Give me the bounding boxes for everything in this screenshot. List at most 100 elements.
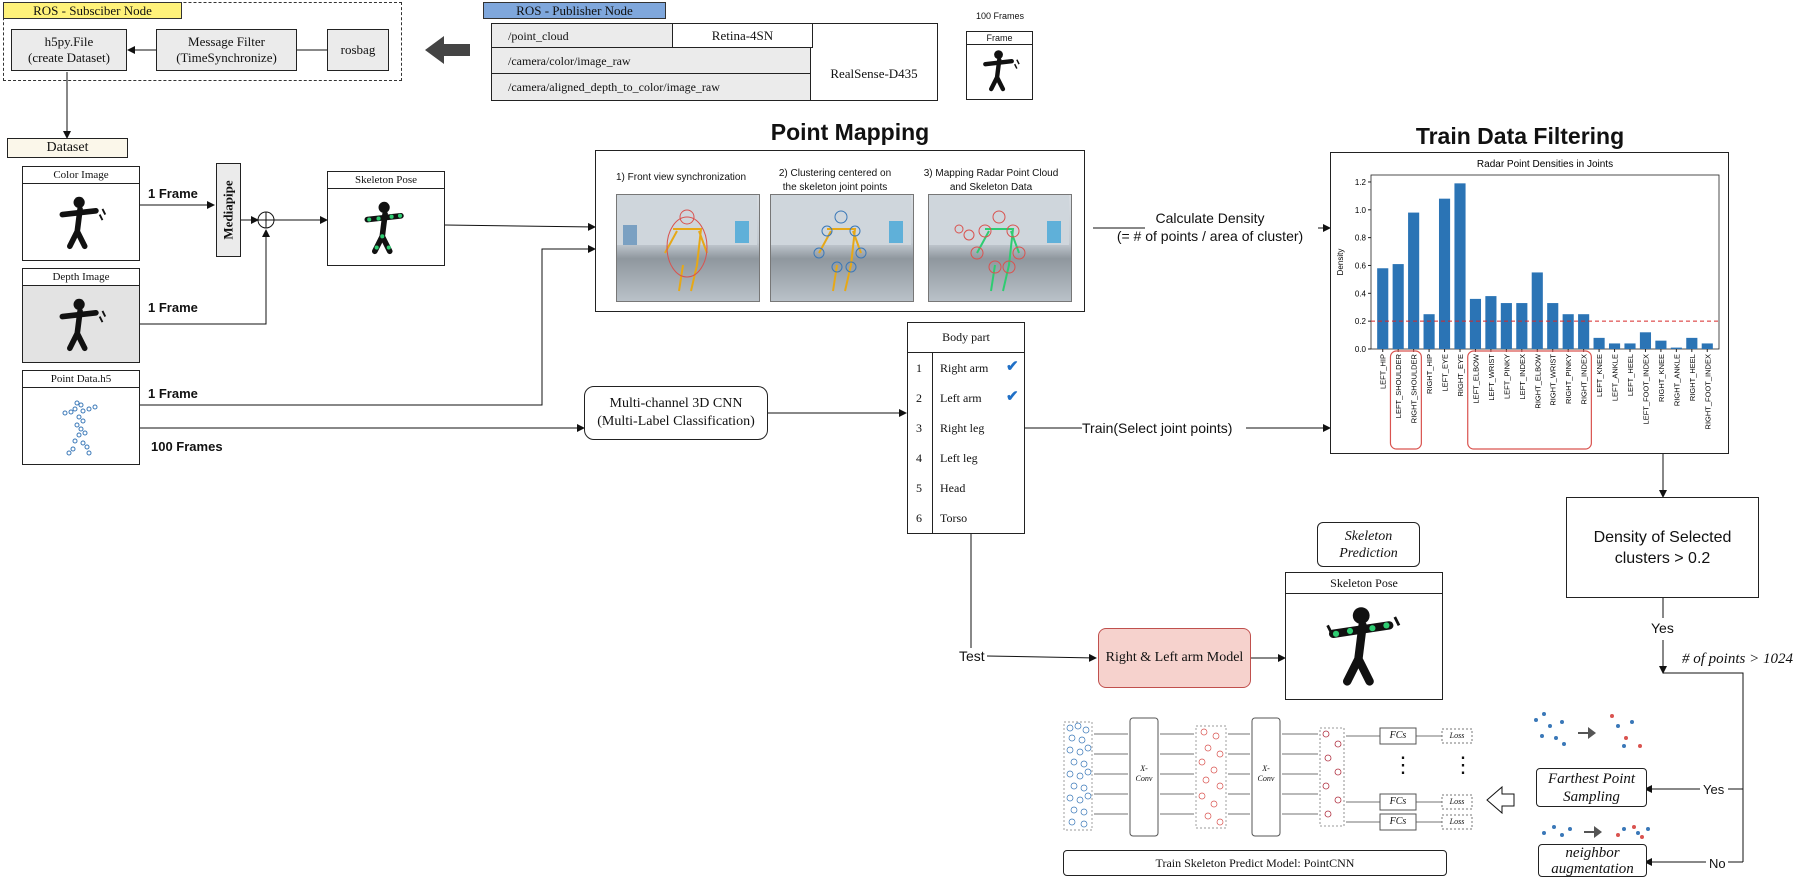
h5py-line2: (create Dataset) bbox=[28, 50, 110, 65]
dataset-label: Dataset bbox=[7, 138, 128, 158]
mediapipe-box: Mediapipe bbox=[216, 163, 241, 257]
predicted-skeleton-title: Skeleton Pose bbox=[1286, 573, 1442, 594]
prediction-line2: Prediction bbox=[1339, 545, 1398, 561]
bar bbox=[1408, 212, 1420, 349]
filter-line1: Message Filter bbox=[188, 34, 265, 49]
bar bbox=[1531, 272, 1543, 349]
pointcnn-network bbox=[1063, 717, 1473, 837]
mapping-photo-2 bbox=[770, 194, 914, 302]
point-mapping-title: Point Mapping bbox=[770, 119, 930, 145]
aug-line2: augmentation bbox=[1551, 860, 1634, 877]
loss-label-3: Loss bbox=[1449, 817, 1465, 826]
h5py-line1: h5py.File bbox=[44, 34, 94, 49]
y-axis-label: Density bbox=[1336, 249, 1345, 276]
x-tick-label: LEFT_KNEE bbox=[1595, 354, 1604, 397]
fc-label-1: FCs bbox=[1389, 730, 1407, 741]
bar bbox=[1686, 337, 1698, 349]
bar bbox=[1423, 314, 1435, 349]
density-line2: (= # of points / area of cluster) bbox=[1116, 228, 1304, 244]
mapping-photo-1 bbox=[616, 194, 760, 302]
publisher-title: ROS - Publisher Node bbox=[483, 2, 666, 19]
topic-point-cloud: /point_cloud bbox=[492, 24, 673, 48]
xconv1-line2: Conv bbox=[1135, 774, 1153, 783]
train-label: Train(Select joint points) bbox=[1082, 420, 1233, 436]
x-tick-label: RIGHT_WRIST bbox=[1549, 354, 1558, 406]
x-tick-label: LEFT_ANKLE bbox=[1611, 354, 1620, 401]
bar bbox=[1624, 343, 1636, 349]
chart-title: Radar Point Densities in Joints bbox=[1477, 159, 1613, 170]
x-tick-label: RIGHT_EYE bbox=[1456, 354, 1465, 397]
skeleton-prediction-label: Skeleton Prediction bbox=[1317, 522, 1420, 567]
topic3-text: /camera/aligned_depth_to_color/image_raw bbox=[508, 80, 720, 94]
density-bar-chart: Radar Point Densities in Joints0.00.20.4… bbox=[1336, 159, 1720, 450]
y-tick-label: 0.6 bbox=[1355, 261, 1367, 270]
topic2-text: /camera/color/image_raw bbox=[508, 54, 631, 68]
bar bbox=[1639, 332, 1652, 349]
augmentation-illustration bbox=[1542, 825, 1650, 839]
bar bbox=[1655, 340, 1667, 349]
body-part-divider bbox=[932, 353, 933, 533]
fc-ellipsis: ⋮ bbox=[1392, 752, 1414, 777]
x-tick-label: RIGHT_FOOT_INDEX bbox=[1703, 354, 1712, 429]
no-label: No bbox=[1709, 856, 1726, 871]
sum-junction bbox=[257, 211, 275, 229]
rosbag-box: rosbag bbox=[327, 29, 389, 71]
fps-illustration bbox=[1534, 712, 1642, 748]
depth-image-card: Depth Image bbox=[22, 268, 140, 363]
x-tick-label: RIGHT_HEEL bbox=[1688, 354, 1697, 401]
prediction-line1: Skeleton bbox=[1344, 528, 1393, 544]
x-tick-label: LEFT_HIP bbox=[1379, 354, 1388, 389]
x-tick-label: LEFT_ELBOW bbox=[1471, 353, 1480, 404]
filter-line2: (TimeSynchronize) bbox=[176, 50, 277, 65]
bar bbox=[1670, 347, 1682, 349]
step2-line2: the skeleton joint points bbox=[782, 182, 888, 193]
topic1-text: /point_cloud bbox=[508, 29, 569, 43]
step3-line2: and Skeleton Data bbox=[949, 182, 1033, 193]
bar bbox=[1701, 343, 1713, 349]
arrow-skeleton-to-mapping bbox=[444, 222, 596, 231]
mapping-step1: 1) Front view synchronization bbox=[606, 171, 756, 185]
x-tick-label: LEFT_FOOT_INDEX bbox=[1641, 354, 1650, 424]
xconv1-line1: X- bbox=[1140, 764, 1148, 773]
bar bbox=[1593, 337, 1605, 349]
arrow-points-to-mapping bbox=[140, 245, 596, 406]
big-left-arrow bbox=[425, 36, 470, 64]
yes-label-2: Yes bbox=[1703, 782, 1725, 797]
bar bbox=[1469, 298, 1482, 349]
point-cloud-icon bbox=[62, 400, 98, 456]
x-tick-label: LEFT_HEEL bbox=[1626, 354, 1635, 396]
y-tick-label: 0.2 bbox=[1355, 317, 1367, 326]
shoulder-highlight bbox=[1389, 350, 1422, 450]
x-tick-label: LEFT_EYE bbox=[1441, 354, 1450, 392]
neighbor-augmentation-box: neighbor augmentation bbox=[1538, 844, 1647, 877]
fps-line2: Sampling bbox=[1563, 788, 1620, 805]
sensor-retina: Retina-4SN bbox=[673, 24, 813, 48]
point-data-title: Point Data.h5 bbox=[23, 371, 139, 388]
y-tick-label: 1.2 bbox=[1355, 178, 1367, 187]
body-part-number: 3 bbox=[916, 421, 922, 435]
frame-card: Frame bbox=[966, 31, 1033, 100]
y-tick-label: 0.8 bbox=[1355, 234, 1367, 243]
body-part-number: 6 bbox=[916, 511, 922, 525]
body-part-label: Left leg bbox=[940, 451, 978, 465]
loss-ellipsis: ⋮ bbox=[1452, 752, 1474, 777]
arm-model-box: Right & Left arm Model bbox=[1098, 628, 1251, 688]
cnn-line1: Multi-channel 3D CNN bbox=[609, 396, 743, 411]
h5py-box: h5py.File (create Dataset) bbox=[11, 29, 127, 71]
bar bbox=[1500, 303, 1512, 349]
bar bbox=[1608, 343, 1621, 349]
xconv-2-label: X-Conv bbox=[1252, 764, 1280, 784]
body-part-number: 1 bbox=[916, 361, 922, 375]
bar bbox=[1454, 183, 1466, 349]
predicted-skeleton-card: Skeleton Pose bbox=[1285, 572, 1443, 700]
x-tick-label: LEFT_WRIST bbox=[1487, 354, 1496, 401]
filtering-title: Train Data Filtering bbox=[1415, 123, 1625, 149]
frames-count-label: 100 Frames bbox=[975, 11, 1025, 21]
step2-line1: 2) Clustering centered on bbox=[778, 168, 892, 179]
farthest-point-sampling-box: Farthest Point Sampling bbox=[1536, 768, 1647, 807]
cnn-box: Multi-channel 3D CNN (Multi-Label Classi… bbox=[584, 386, 768, 440]
